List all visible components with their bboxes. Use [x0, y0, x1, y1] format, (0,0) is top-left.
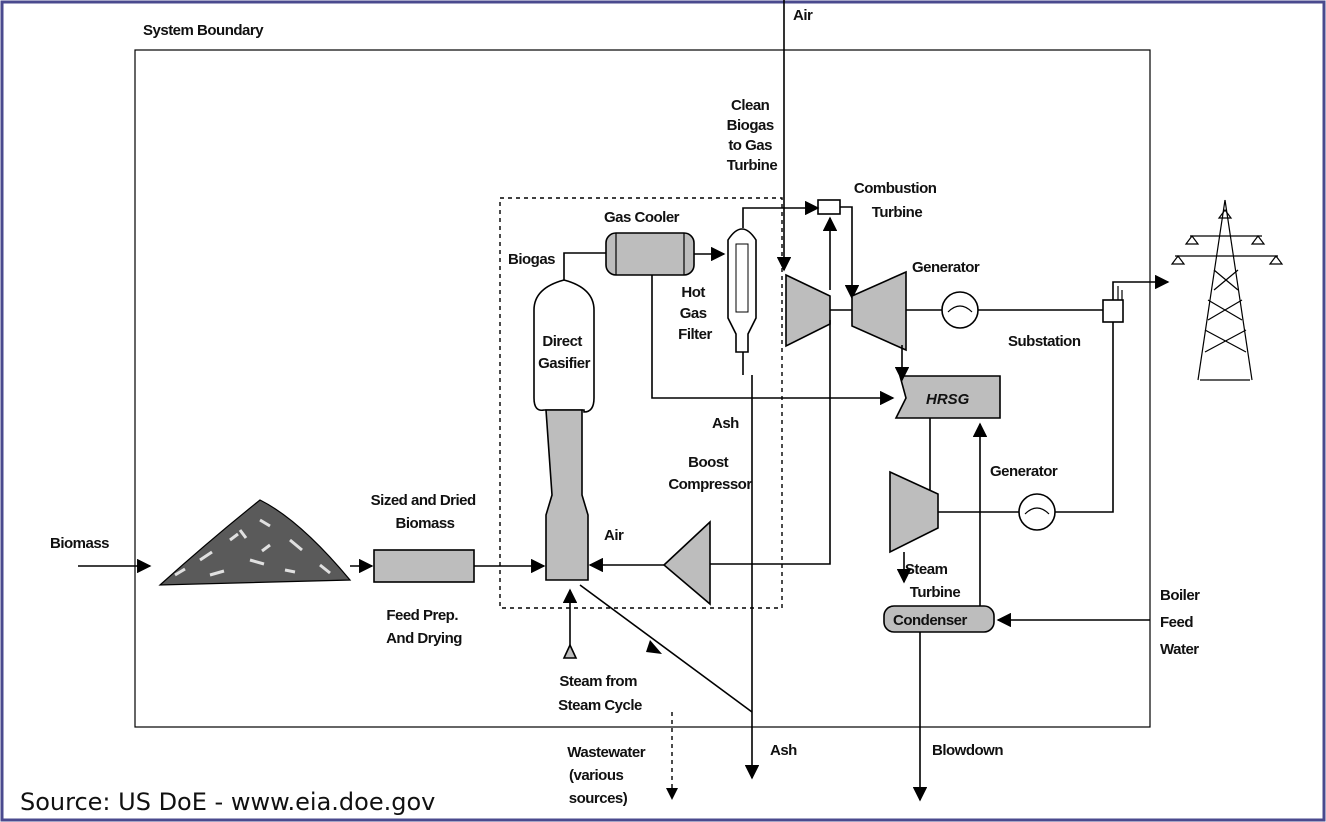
hot-gas-filter-label: Hot Gas Filter: [678, 284, 712, 343]
hot-gas-filter: [727, 228, 757, 353]
blowdown-label: Blowdown: [932, 742, 1003, 759]
gasifier-base: [545, 409, 589, 581]
generator-bottom-wave: [1024, 507, 1050, 515]
feed-prep-box: [373, 549, 475, 583]
biomass-label: Biomass: [50, 535, 109, 552]
clean-biogas-line: [742, 200, 820, 228]
gasification-island-boundary: [499, 197, 783, 609]
boost-compressor: [662, 520, 711, 606]
diagonal-arrowhead: [646, 640, 662, 654]
hrsg-label: HRSG: [926, 391, 970, 408]
direct-gasifier-label: Direct Gasifier: [538, 333, 591, 372]
generator-top-wave: [947, 305, 973, 313]
steam-from-cycle-label: Steam from Steam Cycle: [558, 673, 642, 714]
gas-turbine: [851, 270, 907, 352]
source-caption: Source: US DoE - www.eia.doe.gov: [20, 788, 435, 816]
generator-bottom-to-substation-line: [1055, 322, 1114, 513]
steam-turbine-label: Steam Turbine: [905, 561, 960, 601]
air-top-label: Air: [793, 7, 813, 24]
gasifier-ash-diagonal-line: [579, 584, 753, 713]
substation-output-line: [1112, 274, 1170, 300]
generator-top-label: Generator: [912, 259, 980, 276]
combustion-turbine-label: Combustion Turbine: [854, 180, 940, 221]
gas-cooler-label: Gas Cooler: [604, 209, 680, 226]
generator-top: [941, 291, 979, 329]
steam-inlet-triangle: [562, 643, 578, 659]
compressor-air-supply-line: [710, 320, 831, 565]
condenser: [883, 605, 995, 633]
clean-biogas-label: Clean Biogas to Gas Turbine: [727, 97, 778, 174]
system-boundary-label: System Boundary: [143, 22, 264, 39]
ash-mid-label: Ash: [712, 415, 739, 432]
combustor: [817, 199, 841, 215]
combustor-to-turbine-line: [840, 206, 860, 300]
direct-gasifier: [533, 279, 595, 413]
ash-bottom-label: Ash: [770, 742, 797, 759]
air-mid-label: Air: [604, 527, 624, 544]
generator-bottom-label: Generator: [990, 463, 1058, 480]
wastewater-arrowhead: [666, 788, 678, 800]
gas-cooler: [605, 232, 695, 276]
hrsg: [894, 375, 1001, 419]
boiler-feed-water-label: Boiler Feed Water: [1160, 587, 1203, 658]
feed-prep-label: Feed Prep. And Drying: [386, 607, 462, 647]
substation-label: Substation: [1008, 333, 1081, 350]
wastewater-label: Wastewater (various sources): [567, 744, 648, 807]
biomass-pile-icon: [158, 499, 352, 586]
biogas-label: Biogas: [508, 251, 555, 268]
boost-compressor-label: Boost Compressor: [668, 454, 752, 493]
steam-turbine: [889, 470, 939, 554]
substation: [1102, 299, 1124, 323]
system-boundary-box: [134, 49, 1151, 728]
transmission-tower-icon: [1170, 199, 1284, 381]
sized-dried-biomass-label: Sized and Dried Biomass: [371, 492, 480, 532]
hot-gas-filter-inner: [735, 243, 749, 313]
gas-cooler-bypass-to-hrsg-line: [651, 275, 895, 406]
condenser-label: Condenser: [893, 612, 968, 629]
generator-bottom: [1018, 493, 1056, 531]
